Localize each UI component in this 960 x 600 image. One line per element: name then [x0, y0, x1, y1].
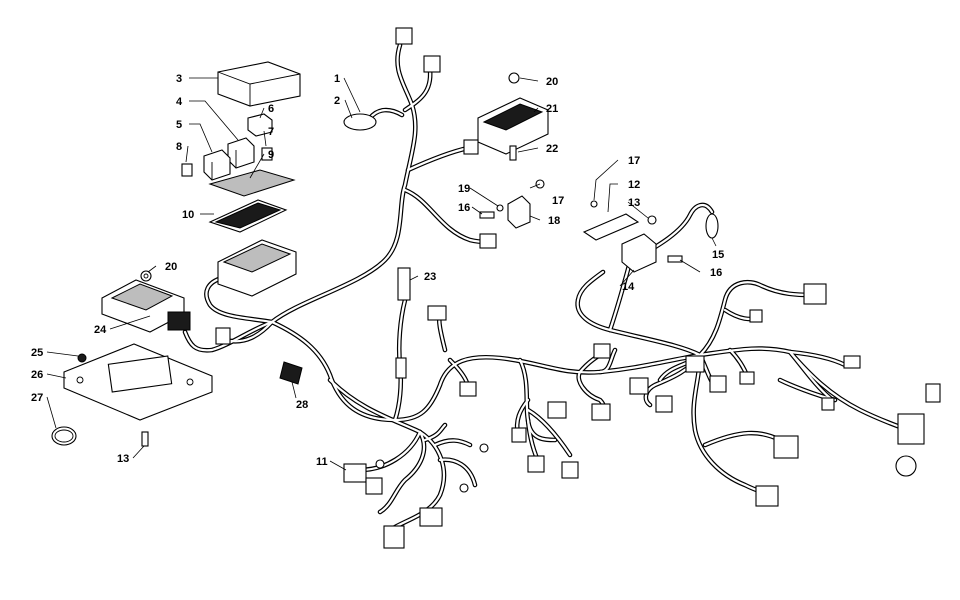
fuse-part-7	[261, 147, 273, 161]
ecu-module-24	[101, 279, 191, 333]
fuse-part-6	[247, 113, 273, 137]
bolt-22	[509, 145, 517, 161]
callout-16-right: 16	[710, 267, 722, 279]
harness-connectors	[215, 27, 941, 549]
wire-segment-fill	[438, 458, 477, 487]
callout-7: 7	[268, 126, 274, 138]
callout-22: 22	[546, 143, 558, 155]
callout-20-left: 20	[165, 261, 177, 273]
wire-segment	[691, 352, 773, 498]
callout-20-top: 20	[546, 76, 558, 88]
callout-15: 15	[712, 249, 724, 261]
wire-segment-fill	[698, 281, 814, 357]
callout-17-mid: 17	[552, 195, 564, 207]
fuse-box-base	[217, 239, 297, 297]
mounting-bracket-26	[63, 343, 213, 421]
fuse-part-8	[181, 163, 193, 177]
clamp-27	[51, 426, 77, 446]
wire-segment-fill	[526, 408, 572, 457]
wire-segment-fill	[692, 353, 772, 497]
wire-segment	[357, 429, 423, 473]
callout-14: 14	[622, 281, 635, 293]
nut-20-top	[508, 72, 520, 84]
wire-segment-fill	[423, 423, 447, 442]
nut-20-left	[140, 270, 152, 282]
voltage-regulator-21	[477, 97, 549, 155]
wire-segment-fill	[328, 378, 445, 532]
label-sheet-9	[208, 169, 296, 197]
callout-19: 19	[458, 183, 470, 195]
callout-23: 23	[424, 271, 436, 283]
grommet-2	[343, 113, 377, 131]
gasket-10	[208, 199, 288, 233]
callout-13-bottom: 13	[117, 453, 129, 465]
wire-segment-fill	[183, 320, 274, 352]
callout-8: 8	[176, 141, 182, 153]
callout-28: 28	[296, 399, 308, 411]
wire-segment-fill	[788, 350, 847, 367]
washer-19	[496, 204, 504, 212]
callout-labels: 3 4 5 6 7 8 9 10 1 2 20 21 22 19 17 16 1…	[31, 73, 724, 468]
callout-1: 1	[334, 73, 340, 85]
bolt-25	[77, 353, 87, 363]
callout-2: 2	[334, 95, 340, 107]
wire-segment-fill	[433, 439, 472, 447]
callout-18: 18	[548, 215, 560, 227]
wire-segment-fill	[608, 260, 632, 332]
wire-segment	[575, 269, 613, 333]
leader-lines	[46, 77, 717, 471]
nut-17-right	[590, 200, 598, 208]
wire-segment-fill	[358, 430, 422, 472]
callout-3: 3	[176, 73, 182, 85]
bolt-16-right	[667, 255, 683, 263]
callout-4: 4	[176, 96, 183, 108]
callout-10: 10	[182, 209, 194, 221]
relay-part-5	[203, 149, 231, 181]
bracket-12	[582, 213, 640, 241]
socket-15	[705, 213, 719, 239]
callout-17-right: 17	[628, 155, 640, 167]
switch-14	[621, 233, 657, 273]
wire-segment-fill	[403, 188, 490, 244]
bolt-13-right	[647, 215, 657, 225]
callout-25: 25	[31, 347, 43, 359]
callout-5: 5	[176, 119, 182, 131]
callout-27: 27	[31, 392, 43, 404]
callout-12: 12	[628, 179, 640, 191]
wire-segment-fill	[608, 328, 702, 357]
wire-segment-fill	[205, 276, 274, 324]
relay-bracket-18	[507, 195, 531, 229]
callout-13-right: 13	[628, 197, 640, 209]
wire-segment-fill	[576, 270, 612, 332]
relay-part-4	[227, 137, 255, 169]
wire-segment-fill	[403, 68, 432, 112]
wire-segment-fill	[598, 348, 617, 374]
bolt-13-bottom	[141, 431, 149, 447]
sensor-23	[397, 267, 411, 301]
bolt-16-mid	[479, 211, 495, 219]
callout-9: 9	[268, 149, 274, 161]
callout-6: 6	[268, 103, 274, 115]
callout-21: 21	[546, 103, 558, 115]
wire-segment-fill	[368, 109, 404, 120]
callout-16-mid: 16	[458, 202, 470, 214]
callout-11: 11	[316, 456, 328, 468]
clip-28	[279, 361, 303, 385]
wire-segment-fill	[788, 350, 910, 432]
callout-24: 24	[94, 324, 107, 336]
callout-26: 26	[31, 369, 43, 381]
fuse-box-cover	[217, 61, 301, 107]
wire-segment	[377, 429, 427, 515]
wire-segment-fill	[270, 43, 417, 324]
wire-segment-fill	[406, 146, 470, 172]
wire-segment-fill	[378, 430, 426, 514]
